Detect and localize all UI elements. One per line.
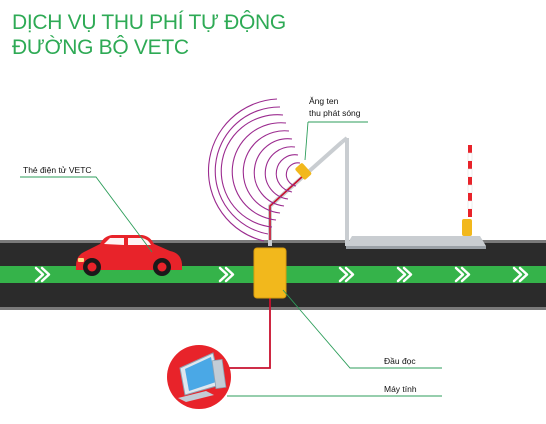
radio-waves: [207, 98, 301, 242]
tag-leader-line: [20, 176, 153, 253]
chevron-right-icon: [344, 266, 355, 283]
road-edge-top: [0, 240, 546, 243]
computer: [167, 345, 231, 409]
label-antenna-line1: Ăng ten: [309, 96, 339, 106]
chevron-right-icon: [224, 266, 235, 283]
chevron-right-icon: [518, 266, 529, 283]
chevron-right-icon: [512, 266, 523, 283]
reader-cable: [228, 296, 271, 369]
reader-box: [253, 247, 287, 299]
leader-lines: [20, 121, 442, 397]
chevron-right-icon: [460, 266, 471, 283]
radio-wave: [264, 146, 296, 200]
barrier-arm: [468, 209, 472, 217]
radio-wave: [242, 130, 290, 214]
radio-wave: [231, 122, 287, 221]
barrier-base: [462, 219, 472, 236]
label-antenna-line2: thu phát sóng: [309, 108, 361, 118]
radio-wave: [253, 138, 293, 207]
label-reader: Đầu đọc: [384, 356, 416, 366]
radio-wave: [275, 154, 299, 193]
car: [76, 235, 182, 276]
direction-arrows: [34, 266, 529, 283]
chevron-right-icon: [338, 266, 349, 283]
chevron-right-icon: [402, 266, 413, 283]
chevron-right-icon: [40, 266, 51, 283]
radio-wave: [207, 98, 278, 242]
radio-wave: [285, 162, 301, 187]
radio-wave: [220, 114, 284, 228]
title-line-2: ĐƯỜNG BỘ VETC: [12, 36, 189, 59]
reader-leader-line: [282, 289, 442, 369]
car-window-front: [104, 238, 124, 245]
chevron-right-icon: [218, 266, 229, 283]
antenna-arm: [268, 140, 344, 246]
antenna-cable: [269, 175, 304, 240]
antenna-assembly: [268, 136, 349, 246]
computer-tower: [211, 358, 227, 390]
label-tag: Thẻ điện tử VETC: [23, 165, 92, 175]
toll-booth: [345, 138, 486, 249]
computer-keyboard: [178, 391, 214, 402]
antenna-leader-line: [304, 121, 309, 161]
car-headlight: [78, 258, 84, 262]
gantry-pole: [345, 138, 349, 246]
computer-screen: [185, 357, 216, 391]
title-line-1: DỊCH VỤ THU PHÍ TỰ ĐỘNG: [12, 11, 286, 34]
booth-platform: [346, 236, 486, 246]
radio-wave: [214, 106, 281, 235]
label-computer: Máy tính: [384, 384, 417, 394]
chevron-right-icon: [454, 266, 465, 283]
antenna: [295, 163, 312, 180]
chevron-right-icon: [396, 266, 407, 283]
road-edge-bottom: [0, 307, 546, 310]
chevron-right-icon: [34, 266, 45, 283]
